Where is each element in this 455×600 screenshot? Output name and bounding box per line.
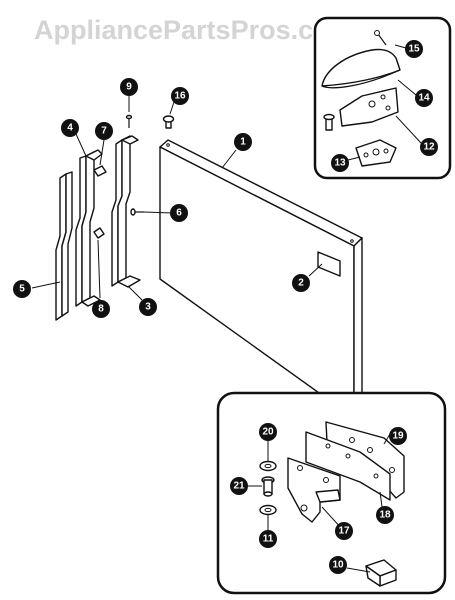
- callout-20: 20: [259, 423, 277, 441]
- leader-15: [394, 44, 407, 49]
- part-14-hinge-cover[interactable]: [321, 48, 401, 89]
- svg-text:19: 19: [392, 431, 404, 442]
- svg-text:6: 6: [176, 208, 182, 219]
- part-2-door-label[interactable]: [317, 251, 341, 277]
- callout-16: 16: [171, 87, 189, 105]
- svg-text:3: 3: [145, 302, 151, 313]
- callout-15: 15: [405, 40, 423, 58]
- leader-8: [97, 239, 101, 299]
- svg-text:13: 13: [334, 158, 346, 169]
- callout-14: 14: [415, 89, 433, 107]
- part-17-hinge[interactable]: [287, 457, 341, 523]
- leader-14: [397, 79, 417, 96]
- leader-10: [346, 567, 371, 573]
- part-1-door-panel[interactable]: [159, 139, 363, 419]
- svg-text:12: 12: [423, 142, 435, 153]
- part-8-spacer[interactable]: [93, 227, 105, 239]
- svg-text:15: 15: [408, 44, 420, 55]
- callout-13: 13: [331, 154, 349, 172]
- leader-19: [383, 433, 391, 445]
- leader-5: [31, 281, 61, 289]
- leader-6: [143, 211, 173, 214]
- leader-2: [308, 263, 323, 277]
- part-13-hinge-shim[interactable]: [355, 139, 397, 167]
- svg-text:7: 7: [101, 126, 107, 137]
- callout-7: 7: [95, 122, 113, 140]
- part-4-handle[interactable]: [75, 149, 103, 307]
- part-9-screw[interactable]: [125, 114, 133, 129]
- svg-text:9: 9: [126, 82, 132, 93]
- svg-text:4: 4: [67, 123, 73, 134]
- leader-13: [347, 156, 361, 161]
- callout-5: 5: [13, 280, 31, 298]
- svg-text:18: 18: [379, 510, 391, 521]
- svg-text:10: 10: [332, 560, 344, 571]
- svg-text:8: 8: [98, 304, 104, 315]
- part-18-hinge-shim[interactable]: [305, 431, 391, 501]
- part-15-screw[interactable]: [374, 30, 387, 46]
- leader-4: [75, 133, 87, 157]
- svg-text:20: 20: [262, 427, 274, 438]
- callout-3: 3: [139, 298, 157, 316]
- callout-11: 11: [259, 530, 277, 548]
- callout-21: 21: [230, 477, 248, 495]
- callout-18: 18: [376, 506, 394, 524]
- leader-3: [127, 285, 143, 301]
- svg-text:1: 1: [240, 137, 246, 148]
- part-6-screw[interactable]: [130, 208, 144, 216]
- svg-text:2: 2: [298, 278, 304, 289]
- watermark-text: AppliancePartsPros.com: [34, 15, 354, 45]
- leader-1: [221, 149, 237, 169]
- leader-7: [99, 139, 105, 166]
- part-11-washer[interactable]: [259, 504, 277, 516]
- svg-text:5: 5: [19, 284, 25, 295]
- part-10-bracket[interactable]: [365, 559, 397, 587]
- callout-17: 17: [335, 522, 353, 540]
- part-12-hinge-bracket[interactable]: [323, 87, 399, 131]
- callout-8: 8: [92, 300, 110, 318]
- callout-4: 4: [61, 119, 79, 137]
- svg-text:17: 17: [338, 526, 350, 537]
- part-20-washer[interactable]: [259, 460, 277, 472]
- callout-12: 12: [420, 138, 438, 156]
- callout-19: 19: [389, 427, 407, 445]
- svg-text:11: 11: [263, 534, 274, 545]
- callout-2: 2: [292, 274, 310, 292]
- part-21-hinge-pin[interactable]: [261, 476, 275, 497]
- callout-9: 9: [120, 78, 138, 96]
- part-7-spacer[interactable]: [93, 165, 107, 177]
- callout-6: 6: [170, 204, 188, 222]
- part-5-handle-insert[interactable]: [55, 171, 73, 321]
- svg-text:14: 14: [418, 93, 430, 104]
- leader-12: [395, 115, 422, 144]
- svg-text:16: 16: [174, 91, 186, 102]
- callout-10: 10: [329, 556, 347, 574]
- part-16-plug[interactable]: [162, 115, 175, 129]
- svg-text:21: 21: [233, 481, 245, 492]
- callout-1: 1: [234, 133, 252, 151]
- part-3-handle-trim[interactable]: [111, 135, 141, 288]
